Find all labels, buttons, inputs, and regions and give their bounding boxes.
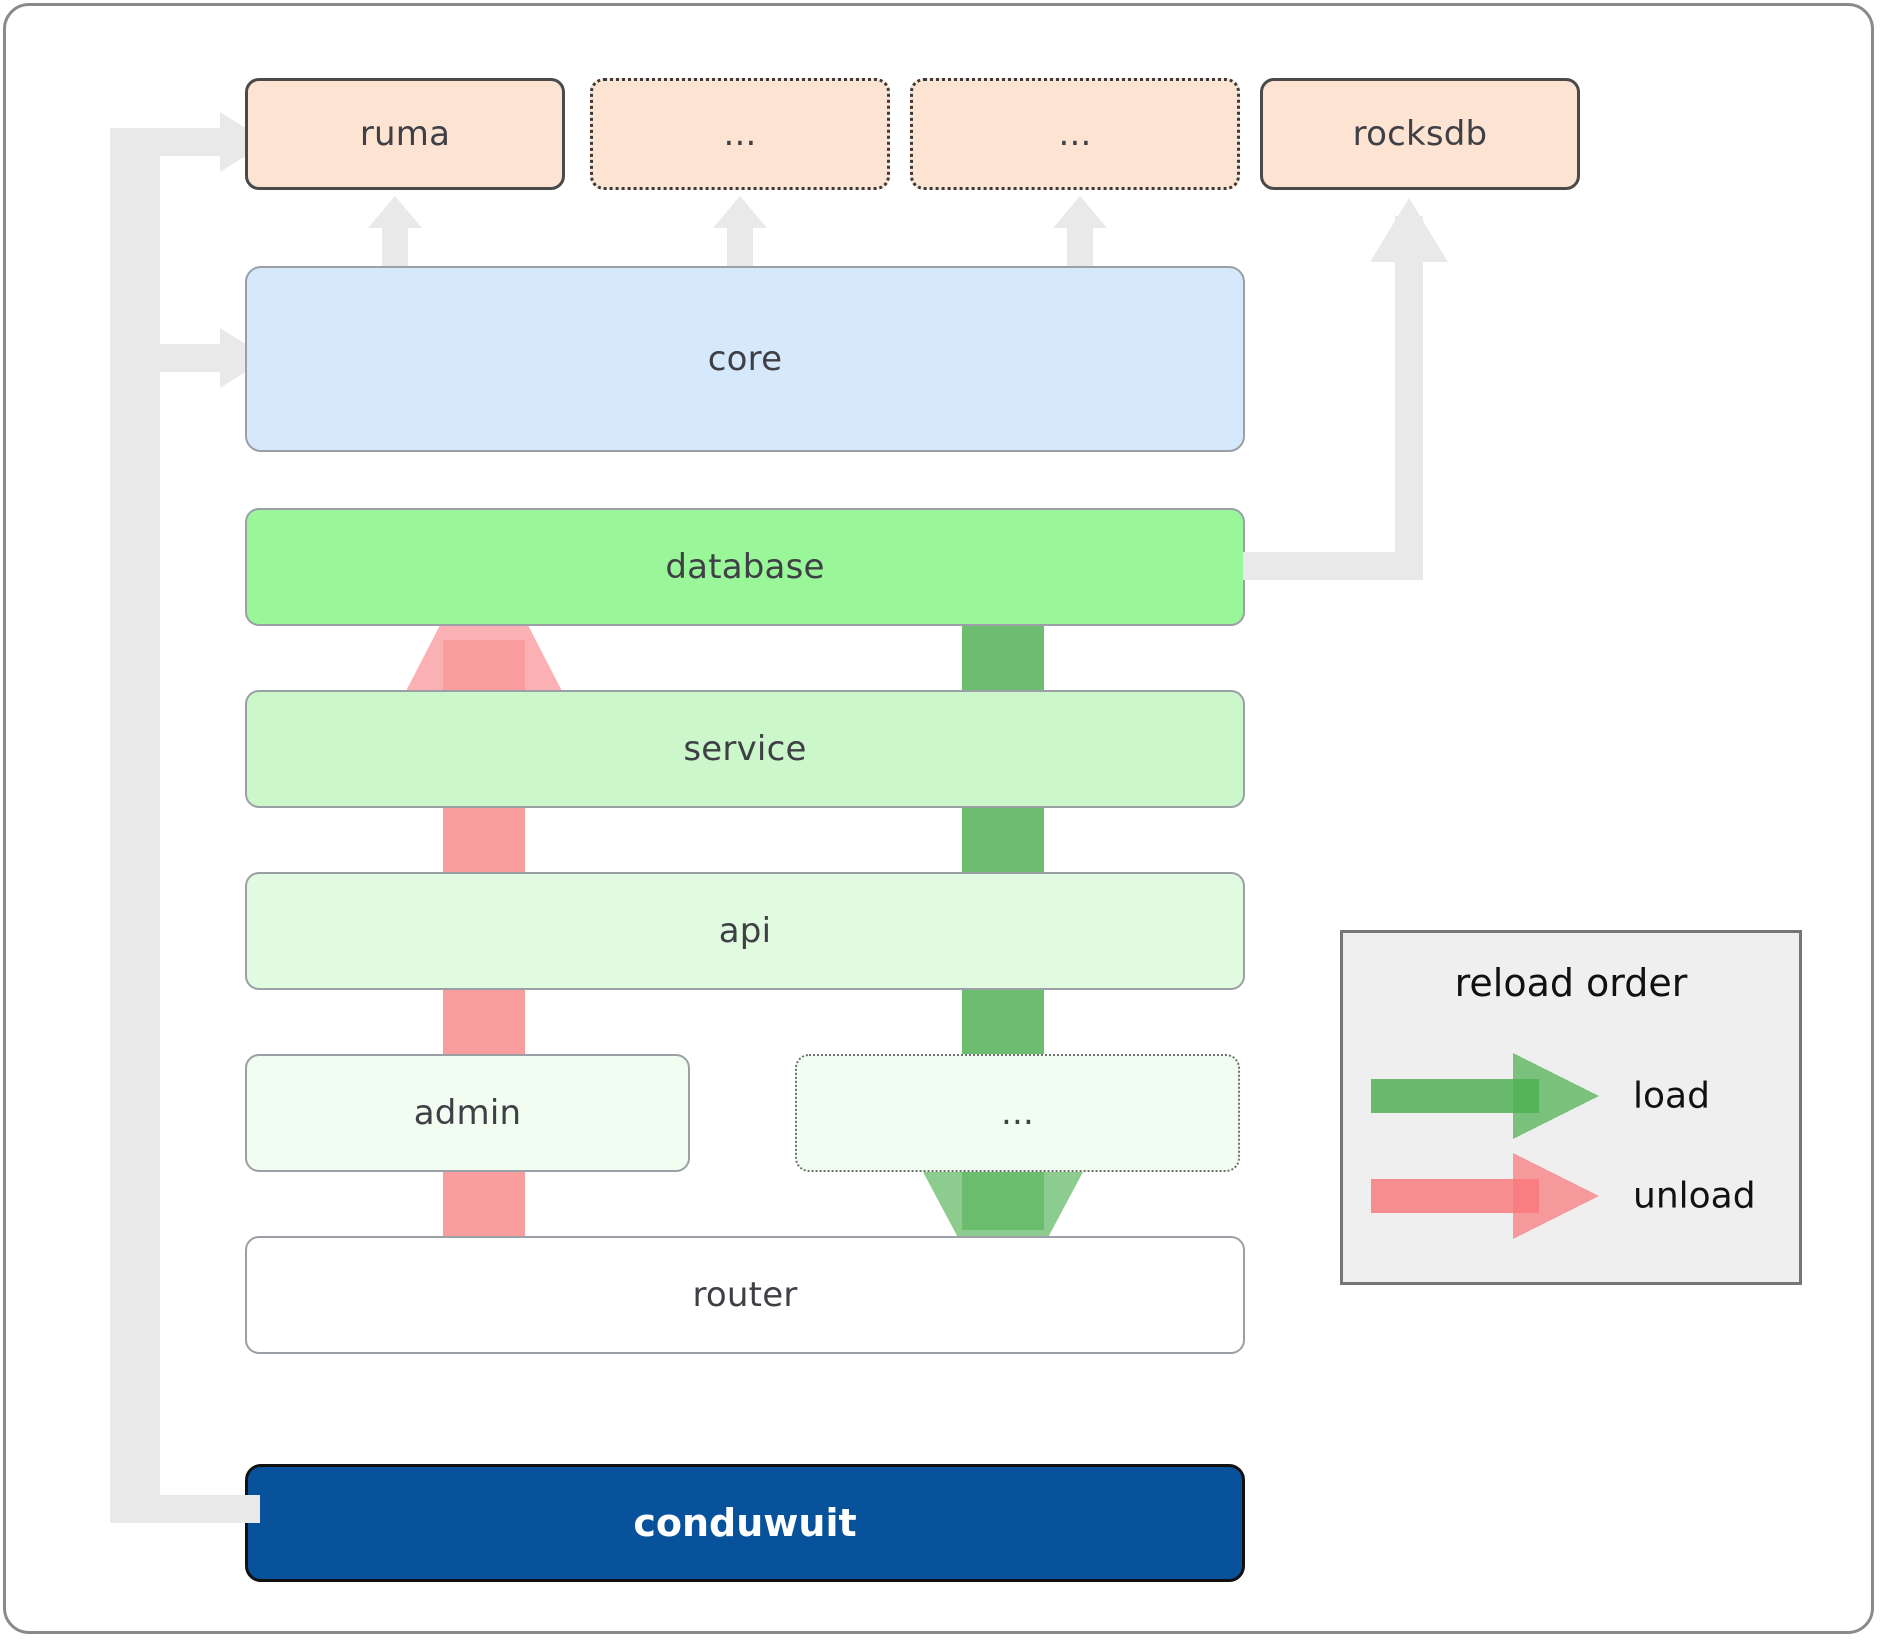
- connector-inner-vertical: [138, 156, 160, 1523]
- dep-label-rocksdb: rocksdb: [1352, 114, 1488, 154]
- dep-box-1[interactable]: ...: [590, 78, 890, 190]
- connector-db-up: [1395, 270, 1423, 580]
- layer-label-database: database: [665, 547, 825, 587]
- dep-label-ruma: ruma: [359, 114, 451, 154]
- legend-load-arrow-icon: [1371, 1053, 1599, 1139]
- layer-box-dots[interactable]: ...: [795, 1054, 1240, 1172]
- layer-box-api[interactable]: api: [245, 872, 1245, 990]
- connector-to-conduwuit: [110, 1495, 260, 1523]
- layer-label-admin: admin: [413, 1093, 522, 1133]
- layer-box-service[interactable]: service: [245, 690, 1245, 808]
- connector-db-right: [1243, 552, 1423, 580]
- layer-box-admin[interactable]: admin: [245, 1054, 690, 1172]
- core-box[interactable]: core: [245, 266, 1245, 452]
- layer-label-dots: ...: [1000, 1093, 1035, 1133]
- legend-row-load: load: [1371, 1053, 1781, 1139]
- layer-label-router: router: [692, 1275, 798, 1315]
- legend-label-unload: unload: [1633, 1175, 1756, 1217]
- layer-label-service: service: [683, 729, 807, 769]
- core-label: core: [707, 339, 783, 379]
- layer-box-database[interactable]: database: [245, 508, 1245, 626]
- layer-box-router[interactable]: router: [245, 1236, 1245, 1354]
- application-box-conduwuit[interactable]: conduwuit: [245, 1464, 1245, 1582]
- dep-box-rocksdb[interactable]: rocksdb: [1260, 78, 1580, 190]
- connector-to-ruma-stem: [110, 128, 220, 156]
- legend-row-unload: unload: [1371, 1153, 1781, 1239]
- legend-label-load: load: [1633, 1075, 1710, 1117]
- connector-left-trunk: [110, 128, 138, 1523]
- dep-box-ruma[interactable]: ruma: [245, 78, 565, 190]
- application-label: conduwuit: [633, 1501, 857, 1545]
- diagram-frame: [3, 3, 1874, 1634]
- legend-title: reload order: [1454, 961, 1688, 1005]
- legend-panel: reload order load unload: [1340, 930, 1802, 1285]
- legend-unload-arrow-icon: [1371, 1153, 1599, 1239]
- connector-to-core-stem: [110, 344, 220, 372]
- dep-label-2: ...: [1058, 114, 1092, 154]
- dep-box-2[interactable]: ...: [910, 78, 1240, 190]
- dep-label-1: ...: [723, 114, 757, 154]
- layer-label-api: api: [718, 911, 772, 951]
